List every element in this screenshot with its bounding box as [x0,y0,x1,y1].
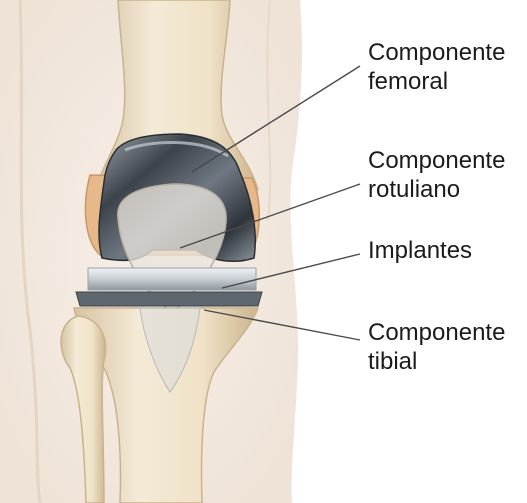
label-tibial-line2: tibial [368,347,505,376]
label-componente-tibial: Componente tibial [368,318,505,376]
label-femoral-line1: Componente [368,38,505,67]
label-rotuliano-line2: rotuliano [368,175,505,204]
label-rotuliano-line1: Componente [368,146,505,175]
tibial-tray [76,292,262,306]
label-tibial-line1: Componente [368,318,505,347]
label-componente-rotuliano: Componente rotuliano [368,146,505,204]
label-implantes: Implantes [368,236,472,265]
label-componente-femoral: Componente femoral [368,38,505,96]
polyethylene-insert [88,268,256,290]
label-implantes-line1: Implantes [368,236,472,265]
label-femoral-line2: femoral [368,67,505,96]
